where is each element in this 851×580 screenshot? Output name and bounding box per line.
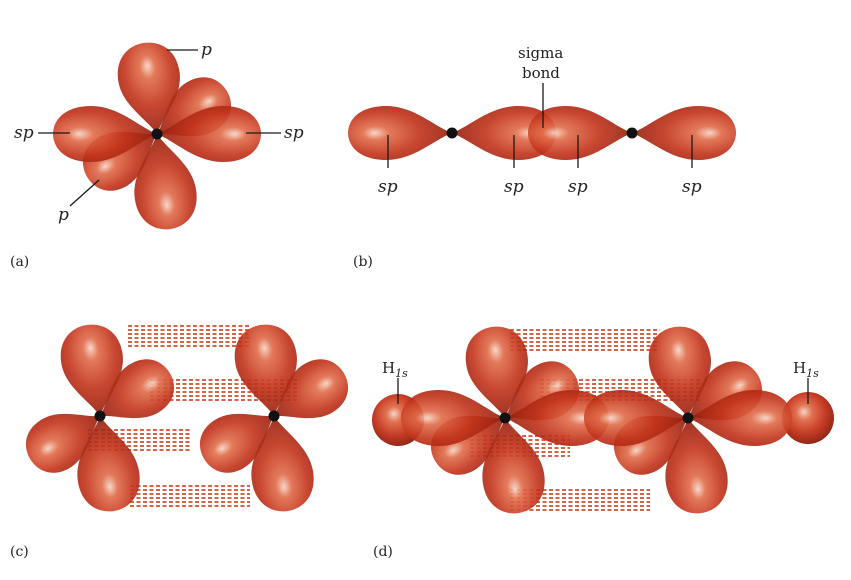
nucleus-dot bbox=[268, 410, 280, 422]
sp-orbital-lobe bbox=[632, 106, 736, 160]
label-h-right: H1s bbox=[793, 359, 819, 380]
nucleus-dot bbox=[151, 128, 163, 140]
label-h-left: H1s bbox=[382, 359, 408, 380]
sigma-bonded-sp-chain bbox=[348, 106, 736, 160]
nucleus-dot bbox=[446, 127, 458, 139]
label-sigma: sigma bbox=[518, 44, 563, 62]
nucleus-dot bbox=[499, 412, 511, 424]
ethyne-molecule bbox=[372, 322, 834, 518]
label-p-bottom: p bbox=[58, 205, 69, 225]
panel-label-c: (c) bbox=[10, 544, 29, 560]
carbon-atom-right bbox=[189, 320, 359, 516]
panel-c: (c) bbox=[10, 320, 359, 560]
carbon-atom-left bbox=[15, 320, 185, 516]
nucleus-dot bbox=[682, 412, 694, 424]
panel-a: p sp sp p (a) bbox=[10, 38, 304, 270]
label-p-top: p bbox=[201, 40, 212, 60]
label-sp-1: sp bbox=[378, 177, 398, 197]
panel-label-d: (d) bbox=[373, 544, 393, 560]
h-symbol: H bbox=[382, 359, 395, 377]
panel-d: H1s H1s (d) bbox=[372, 322, 834, 560]
h-subscript: 1s bbox=[806, 367, 819, 380]
label-bond: bond bbox=[522, 64, 560, 82]
nucleus-dot bbox=[94, 410, 106, 422]
nucleus-dot bbox=[626, 127, 638, 139]
label-sp-2: sp bbox=[504, 177, 524, 197]
h-subscript: 1s bbox=[395, 367, 408, 380]
sp-hybrid-carbon-atom bbox=[53, 38, 261, 234]
panel-label-b: (b) bbox=[353, 254, 373, 270]
label-sp-right: sp bbox=[284, 123, 304, 143]
h-symbol: H bbox=[793, 359, 806, 377]
h-1s-orbital bbox=[782, 392, 834, 444]
sp-orbital-lobe bbox=[348, 106, 452, 160]
label-sp-4: sp bbox=[682, 177, 702, 197]
label-sp-3: sp bbox=[568, 177, 588, 197]
panel-label-a: (a) bbox=[10, 254, 29, 270]
leader-line bbox=[69, 179, 100, 207]
panel-b: sigma bond sp sp sp sp (b) bbox=[348, 44, 736, 270]
label-sp-left: sp bbox=[14, 123, 34, 143]
